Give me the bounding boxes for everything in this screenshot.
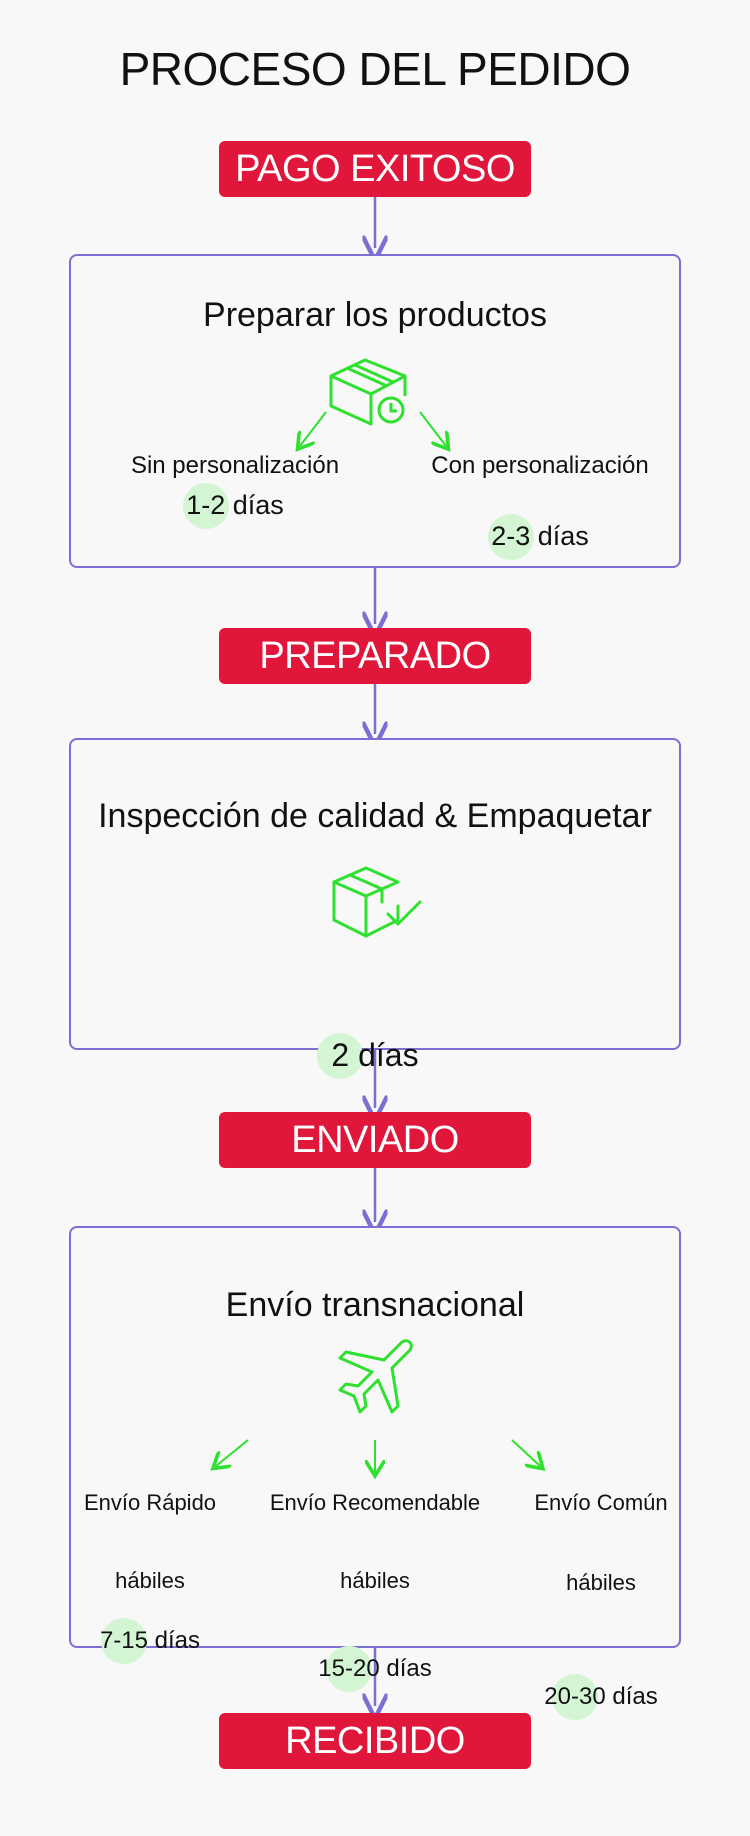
highlight-number: 20-30 [544,1674,606,1720]
option-duration: 1-2 días [182,482,284,529]
stage-enviado: ENVIADO [219,1112,531,1168]
option-label: Envío Común [534,1490,668,1515]
stage-pago-exitoso: PAGO EXITOSO [219,141,531,197]
step-inspect-title: Inspección de calidad & Empaquetar [98,797,652,835]
option-line2: hábiles [115,1568,185,1593]
box-clock-icon [329,358,407,426]
option-duration: 7-15 días [99,1618,201,1664]
stage-recibido: RECIBIDO [219,1713,531,1769]
option-duration: 15-20 días [318,1646,432,1692]
option-label: Envío Rápido [83,1490,217,1515]
option-line2: hábiles [340,1568,410,1593]
page-title: PROCESO DEL PEDIDO [119,43,631,95]
branch-arrows-shipping [200,1439,560,1486]
step-prepare-title: Preparar los productos [203,296,547,334]
option-line2: hábiles [566,1570,636,1595]
branch-arrows-prepare [280,411,480,460]
stage-preparado: PREPARADO [219,628,531,684]
step-inspect-box [69,738,681,1050]
step-shipping-box [69,1226,681,1648]
step-inspect-duration: 2 días [317,1032,419,1079]
box-check-icon [332,866,422,938]
highlight-number: 1-2 [182,482,229,529]
airplane-icon [338,1339,413,1414]
option-label: Sin personalización [130,452,340,479]
step-prepare-box [69,254,681,568]
highlight-number: 15-20 [318,1646,380,1692]
highlight-number: 2 [317,1032,363,1079]
option-label: Con personalización [431,452,649,479]
highlight-number: 7-15 [99,1618,148,1664]
option-duration: 20-30 días [544,1674,658,1720]
highlight-number: 2-3 [487,513,534,560]
step-shipping-title: Envío transnacional [225,1286,525,1324]
option-label: Envío Recomendable [269,1490,481,1515]
option-duration: 2-3 días [487,513,589,560]
